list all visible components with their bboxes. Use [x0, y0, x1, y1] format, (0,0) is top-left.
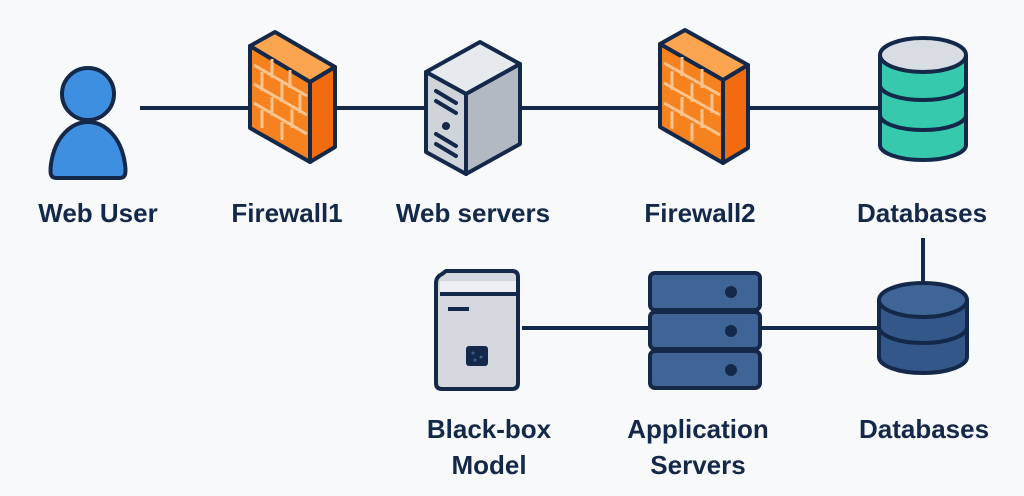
node-label-firewall2: Firewall2 — [644, 198, 756, 228]
firewall-icon — [248, 30, 337, 164]
database-icon — [878, 36, 968, 162]
node-label-appservers-line1: Application — [627, 414, 769, 444]
database-icon — [877, 281, 969, 375]
node-label-databases-bottom: Databases — [858, 414, 990, 444]
blackbox-server-icon — [434, 269, 520, 391]
firewall-icon — [658, 28, 750, 165]
node-label-firewall1: Firewall1 — [231, 198, 343, 228]
node-label-databases-top: Databases — [856, 198, 988, 228]
user-icon — [48, 66, 128, 180]
node-label-blackbox-line2: Model — [451, 450, 527, 480]
server-tower-icon — [424, 40, 522, 176]
node-label-appservers-line2: Servers — [650, 450, 746, 480]
node-label-web-user: Web User — [38, 198, 158, 228]
node-label-blackbox-line1: Black-box — [426, 414, 552, 444]
node-label-web-servers: Web servers — [395, 198, 551, 228]
server-rack-icon — [648, 271, 762, 390]
